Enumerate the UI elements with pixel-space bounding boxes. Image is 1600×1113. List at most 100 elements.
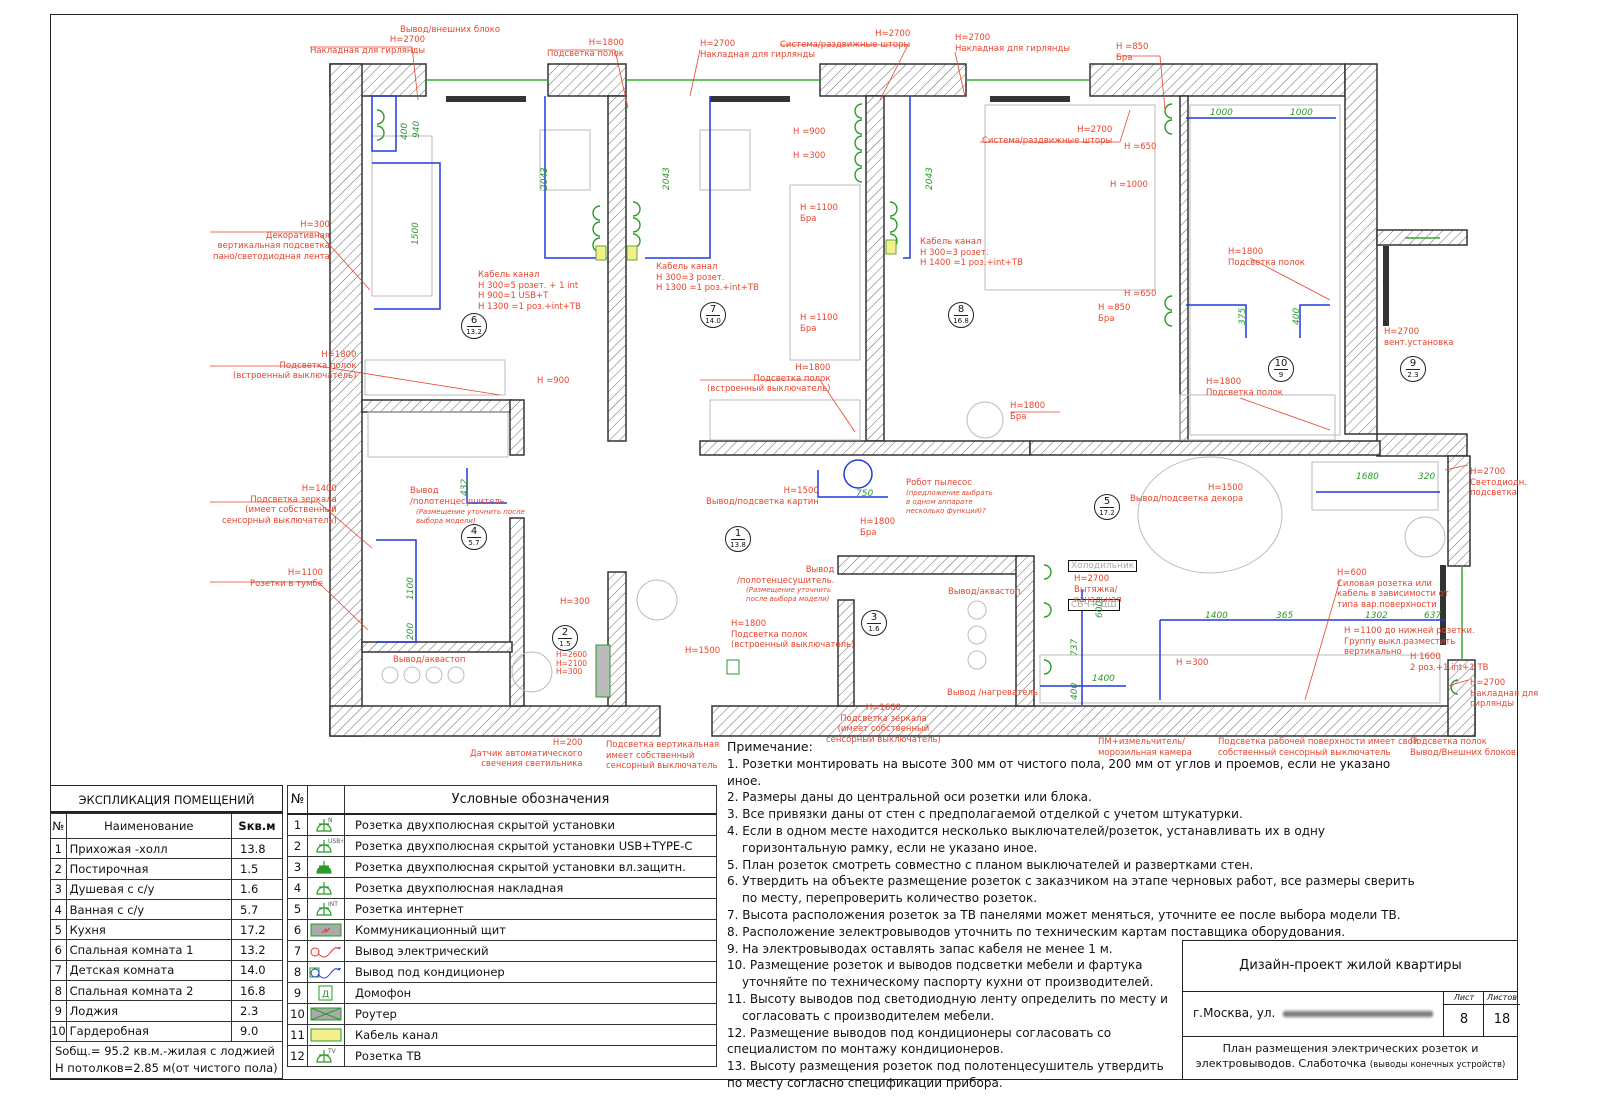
- svg-text:INT: INT: [328, 901, 338, 908]
- annotation: Подсветка рабочей поверхности имеет свой…: [1218, 737, 1419, 758]
- legend-label: Розетка двухполюсная скрытой установки: [344, 813, 717, 836]
- room-area: 9.0: [231, 1020, 283, 1042]
- dimension: 200: [406, 622, 416, 640]
- annotation: H 1600 2 роз.+1 int+1 ТВ: [1410, 652, 1489, 673]
- legend-label: Розетка двухполюсная накладная: [344, 876, 717, 899]
- leader-lines: [210, 44, 1469, 701]
- room-area: 13.2: [231, 939, 283, 961]
- annotation: H=2700 вент.установка: [1384, 327, 1454, 348]
- note-line: специалистом по монтажу кондиционеров.: [727, 1042, 1004, 1057]
- dimension: 365: [1276, 611, 1294, 621]
- windows: [426, 79, 1463, 660]
- annotation: Вывод /полотенцесушитель.: [737, 565, 835, 586]
- legend-label: Розетка двухполюсная скрытой установки U…: [344, 834, 717, 857]
- table-row: 5 Кухня 17.2: [50, 919, 283, 941]
- note-line: 10. Размещение розеток и выводов подсвет…: [727, 958, 1143, 973]
- annotation: H=1100 Розетки в тумбе: [250, 568, 323, 589]
- room-name: Ванная с с/у: [65, 898, 233, 921]
- annotation: Кабель канал H 300=3 розет. H 1300 =1 ро…: [656, 262, 759, 293]
- dimension-lines: [371, 95, 1446, 705]
- fridge-label: Холодильник: [1068, 560, 1138, 572]
- note-line: 1. Розетки монтировать на высоте 300 мм …: [727, 756, 1391, 788]
- dimension: 637: [1424, 611, 1442, 621]
- dimension: 400: [400, 122, 410, 140]
- legend-no: 6: [287, 918, 308, 941]
- annotation: Вывод/внешних блоко: [400, 25, 501, 35]
- legend-row: 2 USB+T Розетка двухполюсная скрытой уст…: [287, 834, 717, 857]
- annotation: Вывод/аквастоп: [948, 587, 1021, 597]
- wall: [1029, 440, 1381, 456]
- annotation: H=1400 Подсветка зеркала (имеет собствен…: [222, 484, 337, 526]
- legend-label: Розетка интернет: [344, 897, 717, 920]
- legend-no: 7: [287, 939, 308, 962]
- project-title: Дизайн-проект жилой квартиры: [1183, 941, 1518, 992]
- room-no: 9: [50, 1000, 67, 1022]
- room-name: Кухня: [65, 919, 233, 941]
- annotation: Вывод/аквастоп: [393, 655, 466, 665]
- note-line: уточняйте по техническому паспорту кухни…: [742, 975, 1154, 990]
- annotation: H =900: [537, 376, 570, 386]
- table-row: 4 Ванная с с/у 5.7: [50, 898, 283, 921]
- annotation: H=1800 Подсветка полок (встроенный выклю…: [707, 363, 831, 394]
- legend-row: 11 Кабель канал: [287, 1023, 717, 1046]
- annotation: H=2700 Светодиодн. подсветка: [1470, 467, 1528, 498]
- dimension: 1000: [1210, 108, 1233, 118]
- svg-text:Д: Д: [322, 990, 329, 1000]
- room-area: 16.8: [231, 980, 283, 1002]
- dimension: 940: [412, 120, 422, 138]
- table-row: 7 Детская комната 14.0: [50, 959, 283, 982]
- dimension: 1302: [1365, 611, 1388, 621]
- header-no: №: [50, 813, 67, 839]
- annotation: H =850 Бра: [1098, 303, 1131, 324]
- room-area: 17.2: [231, 919, 283, 941]
- annotation: H =1100 Бра: [800, 313, 838, 334]
- dimension: 375: [1238, 307, 1248, 325]
- note-line: 9. На электровыводах оставлять запас каб…: [727, 941, 1113, 956]
- sheet-number: 8: [1459, 1012, 1469, 1027]
- svg-text:TV: TV: [327, 1048, 337, 1055]
- legend-no: 12: [287, 1044, 308, 1067]
- annotation: (Размещение уточнить после выбора модели…: [416, 508, 525, 525]
- legend-label: Вывод электрический: [344, 939, 717, 962]
- note-line: 3. Все привязки даны от стен с предполаг…: [727, 807, 1243, 822]
- legend-row: 7 Вывод электрический: [287, 939, 717, 962]
- socket-tv-icon: TV: [307, 1044, 345, 1067]
- annotation: H=2700 Накладная для гирлянды: [700, 39, 816, 60]
- note-line: 8. Расположение зелектровыводов уточнить…: [727, 924, 1346, 939]
- legend-row: 6 Коммуникационный щит: [287, 918, 717, 941]
- table-row: 1 Прихожая -холл 13.8: [50, 837, 283, 860]
- wall: [1015, 555, 1035, 707]
- wall: [711, 705, 1476, 737]
- legend-no: 11: [287, 1023, 308, 1046]
- dimension: 2043: [662, 167, 672, 190]
- note-line: 4. Если в одном месте находится нескольк…: [727, 823, 1325, 838]
- legend-no: 1: [287, 813, 308, 836]
- annotation: H=200 Датчик автоматического свечения св…: [470, 738, 583, 769]
- room-no: 1: [50, 837, 67, 860]
- wall: [865, 95, 885, 442]
- annotation: H=1800 Бра: [860, 517, 896, 538]
- microwave-dishwasher-label: СВЧ+ ДШ: [1068, 599, 1120, 611]
- cable-channels: [595, 239, 897, 261]
- annotation: H=2700 Вытяжка/ канальная: [1074, 574, 1122, 605]
- total-area: Sобщ.= 95.2 кв.м.-жилая с лоджией: [55, 1043, 275, 1058]
- annotation: (Размещение уточнить после выбора модели…: [746, 586, 832, 603]
- annotation: H=2700 Накладная для гирлянды: [955, 33, 1071, 54]
- annotation: H =1100 Бра: [800, 203, 838, 224]
- room-no: 5: [50, 919, 67, 941]
- legend-no: 5: [287, 897, 308, 920]
- annotation: ПМ+измельчитель/ морозильная камера: [1098, 737, 1192, 758]
- legend-row: 3 Розетка двухполюсная скрытой установки…: [287, 855, 717, 878]
- wall: [1447, 659, 1476, 737]
- legend-row: 8 Вывод под кондиционер: [287, 960, 717, 983]
- radiators: [446, 96, 1446, 645]
- room-area: 2.3: [231, 1000, 283, 1022]
- room-name: Прихожая -холл: [65, 837, 233, 860]
- header-area: Sкв.м: [231, 813, 283, 839]
- title-block: Дизайн-проект жилой квартиры г.Москва, у…: [1182, 940, 1520, 1080]
- dimension: 2043: [925, 167, 935, 190]
- room-no: 10: [50, 1020, 67, 1042]
- dimension: 600: [1095, 600, 1105, 618]
